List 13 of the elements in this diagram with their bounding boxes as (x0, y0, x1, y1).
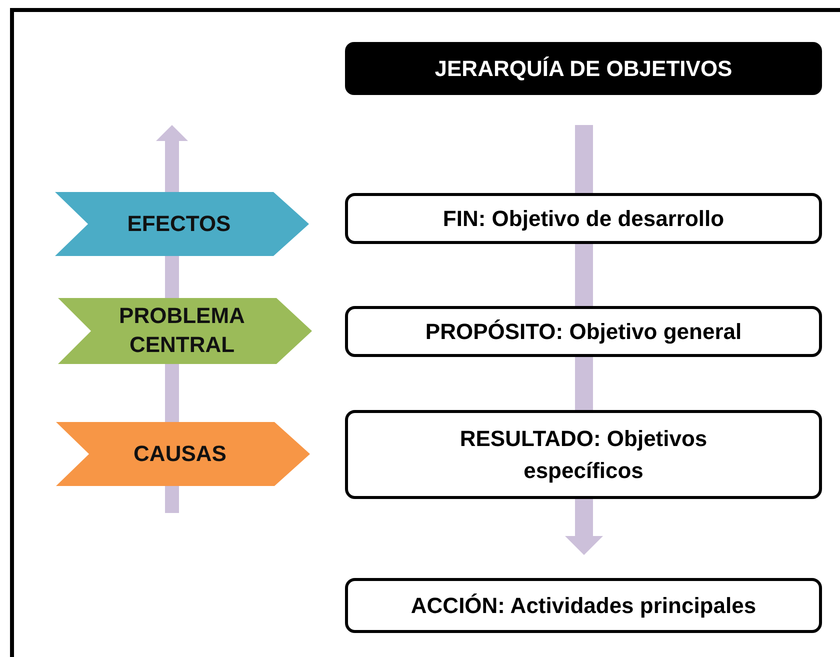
objective-box (345, 578, 822, 633)
title-banner (345, 42, 822, 95)
node-label: RESULTADO: Objetivos específicos (458, 424, 708, 485)
objective-box (345, 193, 822, 244)
node-label: CAUSAS (134, 440, 226, 468)
objective-box (345, 306, 822, 357)
node-label: PROBLEMA CENTRAL (118, 302, 246, 359)
node-label: EFECTOS (127, 210, 231, 238)
node-label: PROPÓSITO: Objetivo general (425, 318, 742, 346)
node-label: JERARQUÍA DE OBJETIVOS (434, 56, 732, 82)
node-label: ACCIÓN: Actividades principales (410, 592, 756, 620)
objective-box (345, 410, 822, 499)
node-label: FIN: Objetivo de desarrollo (442, 204, 724, 233)
